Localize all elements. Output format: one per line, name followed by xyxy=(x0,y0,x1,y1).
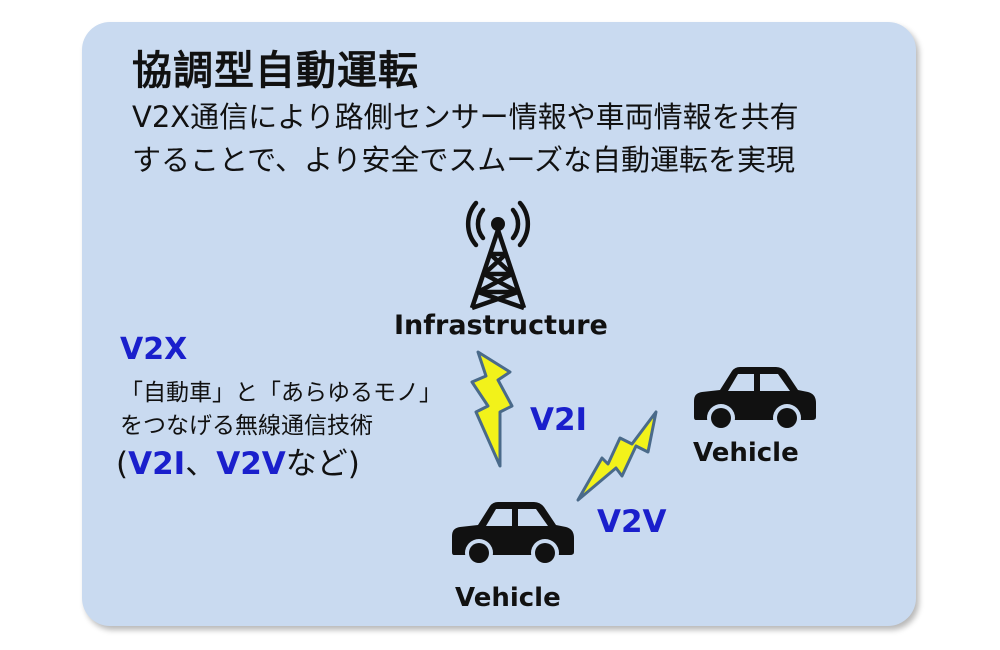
open-paren: ( xyxy=(116,446,129,482)
car-icon xyxy=(694,367,816,432)
vehicle-label: Vehicle xyxy=(693,438,799,468)
lightning-bolt-icon xyxy=(576,410,658,502)
infrastructure-label: Infrastructure xyxy=(394,310,608,341)
v2i-label: V2I xyxy=(530,402,588,438)
car-icon xyxy=(452,502,574,567)
description-line-1: V2X通信により路側センサー情報や車両情報を共有 xyxy=(132,100,799,134)
page-title: 協調型自動運転 xyxy=(132,48,419,94)
vehicle-label: Vehicle xyxy=(455,583,561,613)
v2x-title: V2X xyxy=(120,332,188,367)
separator: 、 xyxy=(185,446,217,482)
description: V2X通信により路側センサー情報や車両情報を共有 することで、より安全でスムーズ… xyxy=(132,96,799,182)
v2x-description-line-2: をつなげる無線通信技術 xyxy=(120,413,373,439)
v2v-label: V2V xyxy=(597,504,667,540)
v2i-term: V2I xyxy=(128,446,186,482)
v2v-term: V2V xyxy=(216,446,286,482)
v2x-description-line-1: 「自動車」と「あらゆるモノ」 xyxy=(120,380,442,406)
v2x-examples: (V2I、V2Vなど) xyxy=(116,438,360,483)
radio-tower-icon xyxy=(465,200,531,311)
description-line-2: することで、より安全でスムーズな自動運転を実現 xyxy=(132,143,795,177)
lightning-bolt-icon xyxy=(470,350,514,468)
close-text: など) xyxy=(285,446,360,482)
